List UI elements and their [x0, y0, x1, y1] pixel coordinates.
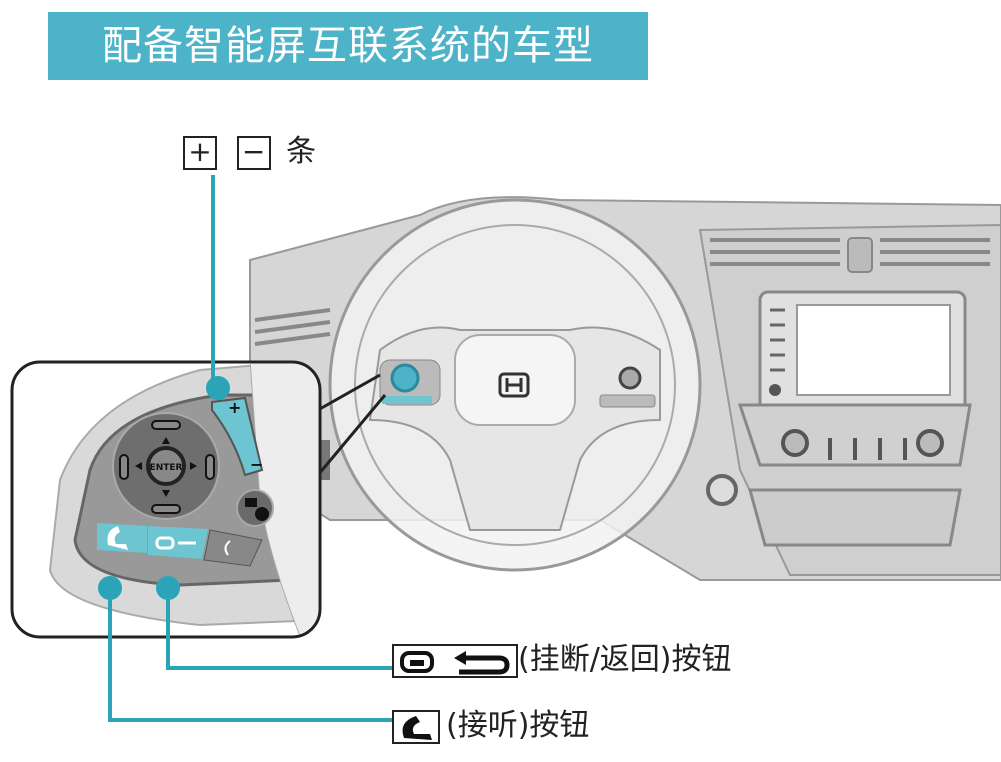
- volume-rocker[interactable]: [211, 396, 264, 477]
- volume-label-text: 条: [286, 134, 317, 169]
- honda-logo: [498, 372, 530, 398]
- callout-lines: [108, 175, 392, 722]
- plus-box-icon: +: [183, 135, 217, 170]
- steering-wheel: [328, 198, 702, 572]
- callout-hangup-text: (挂断/返回)按钮: [518, 642, 732, 677]
- voice-button[interactable]: [203, 529, 263, 567]
- enter-label: ENTER: [150, 463, 183, 473]
- minus-box-icon: −: [236, 135, 271, 170]
- air-vent-right: [710, 238, 990, 266]
- answer-button[interactable]: [97, 523, 147, 553]
- callout-hangup: (挂断/返回)按钮: [392, 640, 732, 680]
- page-title: 配备智能屏互联系统的车型: [48, 12, 648, 80]
- steering-controls-inset: ENTER + −: [10, 360, 322, 639]
- volume-minus-label: −: [250, 455, 263, 474]
- infotainment-screen: [796, 304, 951, 396]
- enter-button[interactable]: [146, 446, 186, 486]
- volume-label: + − 条: [183, 132, 316, 172]
- callout-answer-text: (接听)按钮: [446, 708, 590, 743]
- callout-dots: [98, 376, 230, 600]
- callout-answer: (接听)按钮: [392, 706, 589, 746]
- phone-answer-icon: [392, 709, 440, 744]
- hang-up-back-icon: [392, 643, 518, 678]
- volume-plus-label: +: [228, 398, 241, 417]
- info-button[interactable]: [236, 489, 274, 527]
